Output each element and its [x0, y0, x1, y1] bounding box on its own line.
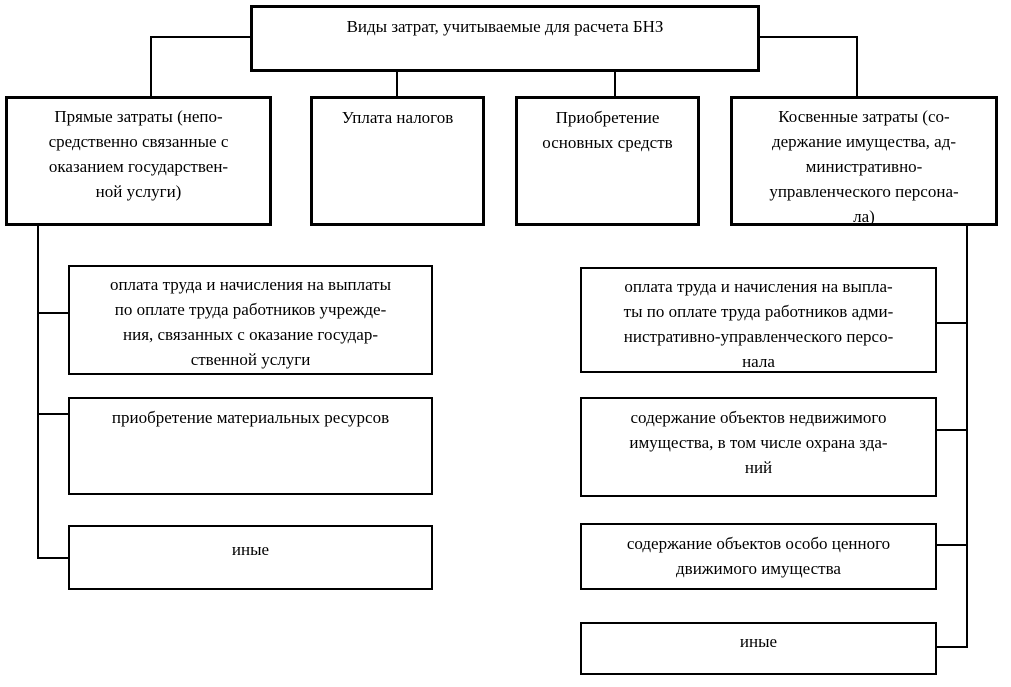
- connector-indirect-item-3-stub: [937, 544, 968, 546]
- node-movable-property-maintenance-label: содержание объектов особо ценного движим…: [626, 534, 891, 578]
- connector-indirect-item-2-stub: [937, 429, 968, 431]
- node-direct-wages: оплата труда и начисления на выплаты по …: [68, 265, 433, 375]
- connector-direct-branch-vertical: [37, 226, 39, 559]
- node-admin-wages-label: оплата труда и начисления на выпла- ты п…: [623, 277, 894, 371]
- node-indirect-other: иные: [580, 622, 937, 675]
- node-tax-payment-label: Уплата налогов: [341, 108, 454, 127]
- node-direct-other: иные: [68, 525, 433, 590]
- node-direct-wages-label: оплата труда и начисления на выплаты по …: [109, 275, 392, 369]
- connector-direct-item-1-stub: [37, 312, 68, 314]
- node-movable-property-maintenance: содержание объектов особо ценного движим…: [580, 523, 937, 590]
- node-material-resources-label: приобретение материальных ресурсов: [111, 408, 390, 427]
- connector-direct-item-2-stub: [37, 413, 68, 415]
- node-material-resources: приобретение материальных ресурсов: [68, 397, 433, 495]
- node-fixed-assets-acquisition-label: Приобретение основных средств: [542, 108, 673, 152]
- node-tax-payment: Уплата налогов: [310, 96, 485, 226]
- node-direct-other-label: иные: [231, 540, 270, 559]
- node-indirect-costs: Косвенные затраты (со- держание имуществ…: [730, 96, 998, 226]
- node-real-estate-maintenance-label: содержание объектов недвижимого имуществ…: [629, 408, 888, 477]
- connector-direct-item-3-stub: [37, 557, 68, 559]
- node-admin-wages: оплата труда и начисления на выпла- ты п…: [580, 267, 937, 373]
- node-indirect-other-label: иные: [739, 632, 778, 651]
- node-indirect-costs-label: Косвенные затраты (со- держание имуществ…: [769, 107, 959, 226]
- connector-root-to-indirect-vertical: [856, 36, 858, 96]
- node-fixed-assets-acquisition: Приобретение основных средств: [515, 96, 700, 226]
- node-root-label: Виды затрат, учитываемые для расчета БНЗ: [346, 17, 664, 36]
- node-real-estate-maintenance: содержание объектов недвижимого имуществ…: [580, 397, 937, 497]
- node-root: Виды затрат, учитываемые для расчета БНЗ: [250, 5, 760, 72]
- connector-indirect-branch-vertical: [966, 226, 968, 648]
- connector-indirect-item-1-stub: [937, 322, 968, 324]
- connector-indirect-item-4-stub: [937, 646, 968, 648]
- connector-root-to-direct-vertical: [150, 36, 152, 96]
- node-direct-costs-label: Прямые затраты (непо- средственно связан…: [48, 107, 229, 201]
- connector-root-to-direct-horizontal: [150, 36, 252, 38]
- connector-root-to-indirect-horizontal: [758, 36, 858, 38]
- node-direct-costs: Прямые затраты (непо- средственно связан…: [5, 96, 272, 226]
- connector-root-to-taxes: [396, 71, 398, 97]
- connector-root-to-fixed-assets: [614, 71, 616, 97]
